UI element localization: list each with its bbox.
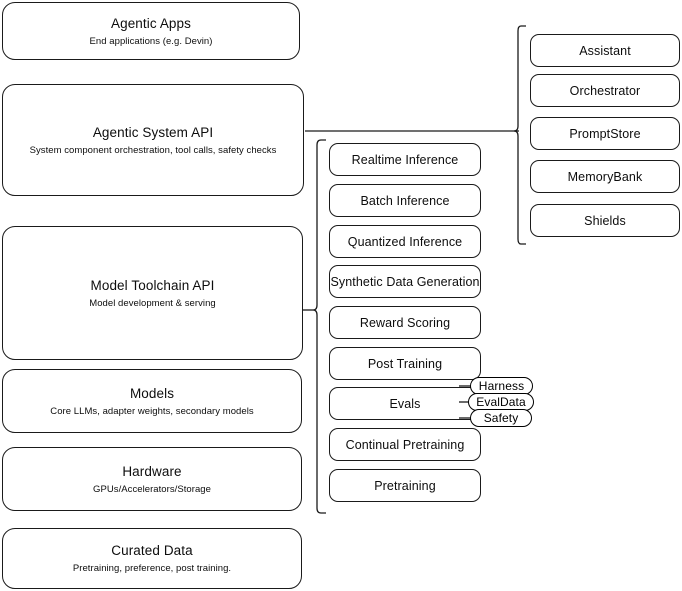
toolchain-item-realtime-inference[interactable]: Realtime Inference <box>329 143 481 176</box>
layer-subtitle: GPUs/Accelerators/Storage <box>93 483 211 495</box>
layer-models[interactable]: Models Core LLMs, adapter weights, secon… <box>2 369 302 433</box>
toolchain-item-quantized-inference[interactable]: Quantized Inference <box>329 225 481 258</box>
pill-label: Harness <box>478 379 525 393</box>
layer-agentic-apps[interactable]: Agentic Apps End applications (e.g. Devi… <box>2 2 300 60</box>
layer-title: Models <box>129 385 175 401</box>
layer-title: Model Toolchain API <box>90 277 215 293</box>
chip-label: Synthetic Data Generation <box>330 274 480 289</box>
agentic-item-promptstore[interactable]: PromptStore <box>530 117 680 150</box>
chip-label: Realtime Inference <box>351 152 459 167</box>
chip-label: Shields <box>584 213 626 228</box>
chip-label: Orchestrator <box>569 83 641 98</box>
chip-label: Evals <box>389 396 421 411</box>
chip-label: Batch Inference <box>360 193 450 208</box>
brace-toolchain-components <box>312 139 326 514</box>
agentic-item-shields[interactable]: Shields <box>530 204 680 237</box>
chip-label: Quantized Inference <box>347 234 463 249</box>
chip-label: Assistant <box>579 43 631 58</box>
eval-badge-harness[interactable]: Harness <box>470 377 533 395</box>
toolchain-item-continual-pretraining[interactable]: Continual Pretraining <box>329 428 481 461</box>
brace-agentic-components <box>513 25 526 245</box>
eval-badge-safety[interactable]: Safety <box>470 409 532 427</box>
chip-label: Post Training <box>367 356 443 371</box>
layer-title: Agentic System API <box>92 124 214 140</box>
layer-title: Curated Data <box>111 543 193 558</box>
layer-hardware[interactable]: Hardware GPUs/Accelerators/Storage <box>2 447 302 511</box>
layer-subtitle: Model development & serving <box>89 297 216 309</box>
layer-model-toolchain-api[interactable]: Model Toolchain API Model development & … <box>2 226 303 360</box>
layer-title: Agentic Apps <box>110 15 191 31</box>
toolchain-item-pretraining[interactable]: Pretraining <box>329 469 481 502</box>
layer-subtitle: End applications (e.g. Devin) <box>89 35 213 47</box>
toolchain-item-synthetic-data-generation[interactable]: Synthetic Data Generation <box>329 265 481 298</box>
toolchain-item-post-training[interactable]: Post Training <box>329 347 481 380</box>
layer-subtitle: Pretraining, preference, post training. <box>72 563 232 574</box>
pill-label: EvalData <box>476 395 526 409</box>
toolchain-item-reward-scoring[interactable]: Reward Scoring <box>329 306 481 339</box>
agentic-item-memorybank[interactable]: MemoryBank <box>530 160 680 193</box>
layer-subtitle: Core LLMs, adapter weights, secondary mo… <box>50 405 254 417</box>
eval-badge-evaldata[interactable]: EvalData <box>468 393 534 411</box>
toolchain-item-batch-inference[interactable]: Batch Inference <box>329 184 481 217</box>
chip-label: Reward Scoring <box>359 315 451 330</box>
chip-label: Continual Pretraining <box>345 437 465 452</box>
pill-label: Safety <box>483 411 519 425</box>
layer-title: Hardware <box>122 463 182 479</box>
chip-label: Pretraining <box>374 478 436 493</box>
layer-subtitle: System component orchestration, tool cal… <box>29 144 277 156</box>
chip-label: PromptStore <box>569 126 641 141</box>
agentic-item-assistant[interactable]: Assistant <box>530 34 680 67</box>
agentic-item-orchestrator[interactable]: Orchestrator <box>530 74 680 107</box>
layer-agentic-system-api[interactable]: Agentic System API System component orch… <box>2 84 304 196</box>
layer-curated-data[interactable]: Curated Data Pretraining, preference, po… <box>2 528 302 589</box>
toolchain-item-evals[interactable]: Evals <box>329 387 481 420</box>
chip-label: MemoryBank <box>567 169 643 184</box>
